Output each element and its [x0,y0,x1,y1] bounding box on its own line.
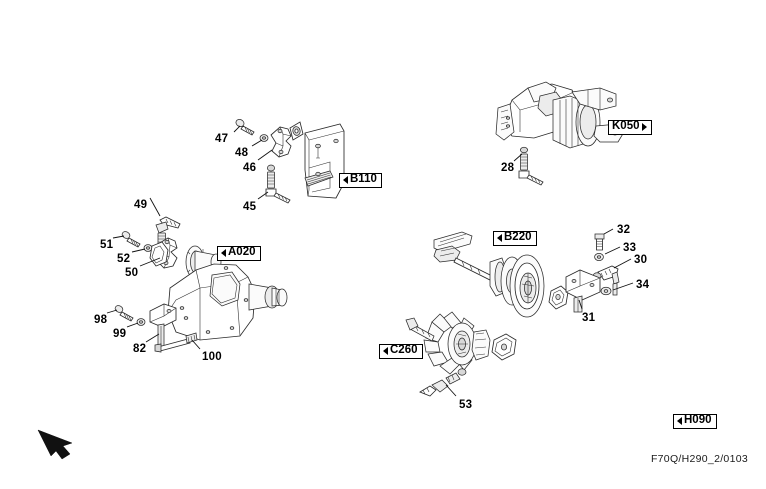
orientation-arrow [37,429,73,460]
callout-45: 45 [243,201,257,213]
ref-label-k050: K050 [612,120,640,133]
part-98-bolt [114,305,134,322]
footer-document-code: F70Q/H290_2/0103 [650,453,748,465]
part-99-washer [136,318,146,326]
part-51-bolt [121,231,141,248]
part-100-rod [154,332,198,353]
callout-100: 100 [202,351,222,363]
part-31-bracket [565,269,601,313]
callout-52: 52 [117,253,131,265]
callout-32: 32 [617,224,631,236]
ref-label-a020: A020 [228,246,256,259]
callout-99: 99 [113,328,127,340]
leader-lines [106,125,634,397]
part-53-bolt-assembly [419,368,467,397]
part-45-bolt-assembly [265,164,291,204]
bracket-right-b220 [548,285,569,310]
part-28-bolt-assembly [518,146,544,186]
callout-34: 34 [636,279,650,291]
bracket-c260 [491,333,517,361]
part-47-bolt [235,119,255,136]
part-82-bracket [149,303,177,349]
callout-98: 98 [94,314,108,326]
callout-46: 46 [243,162,257,174]
callout-28: 28 [501,162,515,174]
callout-47: 47 [215,133,229,145]
callout-49: 49 [134,199,148,211]
drum-disc-b220 [500,254,545,318]
group-b220 [433,231,620,318]
callout-48: 48 [235,147,249,159]
callout-51: 51 [100,239,114,251]
triangle-left-icon [497,234,502,242]
triangle-left-icon [343,176,348,184]
ref-box-c260[interactable]: C260 [379,344,423,359]
group-b110 [235,119,345,204]
fan-arm-c260 [405,317,435,342]
brake-shoe-b220 [433,231,493,281]
ref-box-h090[interactable]: H090 [673,414,717,429]
ref-box-b220[interactable]: B220 [493,231,537,246]
ref-box-a020[interactable]: A020 [217,246,261,261]
housing-body-a020 [167,263,256,341]
part-32-bolt [594,233,605,251]
ref-label-h090: H090 [684,414,712,427]
callout-33: 33 [623,242,637,254]
ref-box-b110[interactable]: B110 [339,173,382,188]
callout-30: 30 [634,254,648,266]
part-46-lever [270,126,292,158]
bracket-body-b110 [304,123,345,199]
output-shaft-a020 [248,283,288,311]
triangle-left-icon [221,249,226,257]
group-c260 [405,311,517,397]
ref-label-b220: B220 [504,231,532,244]
callout-53: 53 [459,399,473,411]
triangle-right-icon [641,123,647,131]
bracket-plate-b110 [289,121,304,141]
engine-block-k050 [495,81,625,149]
ref-label-b110: B110 [350,173,377,186]
callout-50: 50 [125,267,139,279]
part-48-washer [259,134,269,142]
group-a020 [114,216,288,353]
part-52-washer [143,244,153,252]
triangle-left-icon [383,347,388,355]
part-34-nut [600,286,612,296]
triangle-left-icon [677,417,682,425]
group-k050 [495,81,625,186]
callout-31: 31 [582,312,596,324]
fan-c260 [423,311,491,375]
ref-label-c260: C260 [390,344,418,357]
part-33-washer [594,253,604,261]
callout-82: 82 [133,343,147,355]
ref-box-k050[interactable]: K050 [608,120,652,135]
